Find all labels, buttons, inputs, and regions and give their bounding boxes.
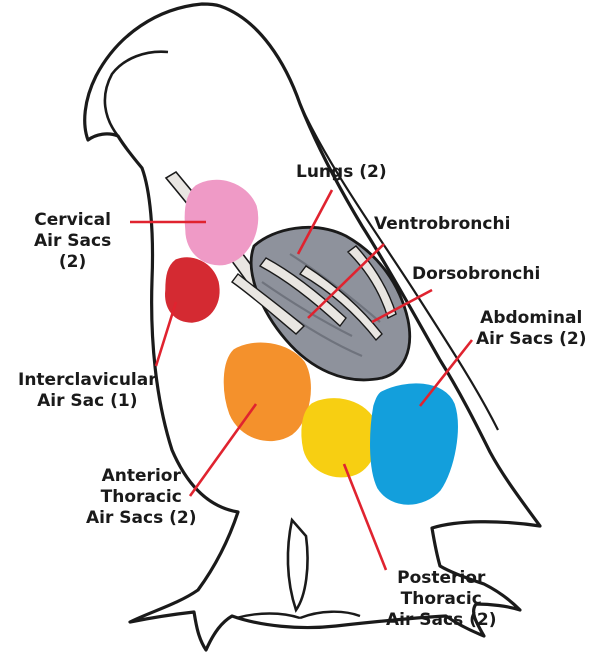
leg-outline bbox=[288, 520, 308, 610]
posterior-thoracic-air-sac bbox=[302, 399, 377, 477]
leader-line-interclavicular bbox=[156, 302, 176, 366]
label-abdominal: Abdominal Air Sacs (2) bbox=[476, 308, 586, 350]
label-anterior-thoracic: Anterior Thoracic Air Sacs (2) bbox=[86, 466, 196, 529]
abdominal-air-sac bbox=[371, 384, 457, 504]
label-ventrobronchi: Ventrobronchi bbox=[374, 214, 510, 235]
label-posterior-thoracic: Posterior Thoracic Air Sacs (2) bbox=[386, 568, 496, 631]
leader-line-anterior-thoracic bbox=[190, 404, 256, 496]
label-lungs: Lungs (2) bbox=[296, 162, 387, 183]
foot-outline bbox=[236, 612, 360, 618]
label-interclavicular: Interclavicular Air Sac (1) bbox=[18, 370, 157, 412]
anterior-thoracic-air-sac bbox=[224, 343, 310, 440]
beak-outline bbox=[105, 52, 168, 136]
label-cervical: Cervical Air Sacs (2) bbox=[34, 210, 111, 273]
label-dorsobronchi: Dorsobronchi bbox=[412, 264, 540, 285]
